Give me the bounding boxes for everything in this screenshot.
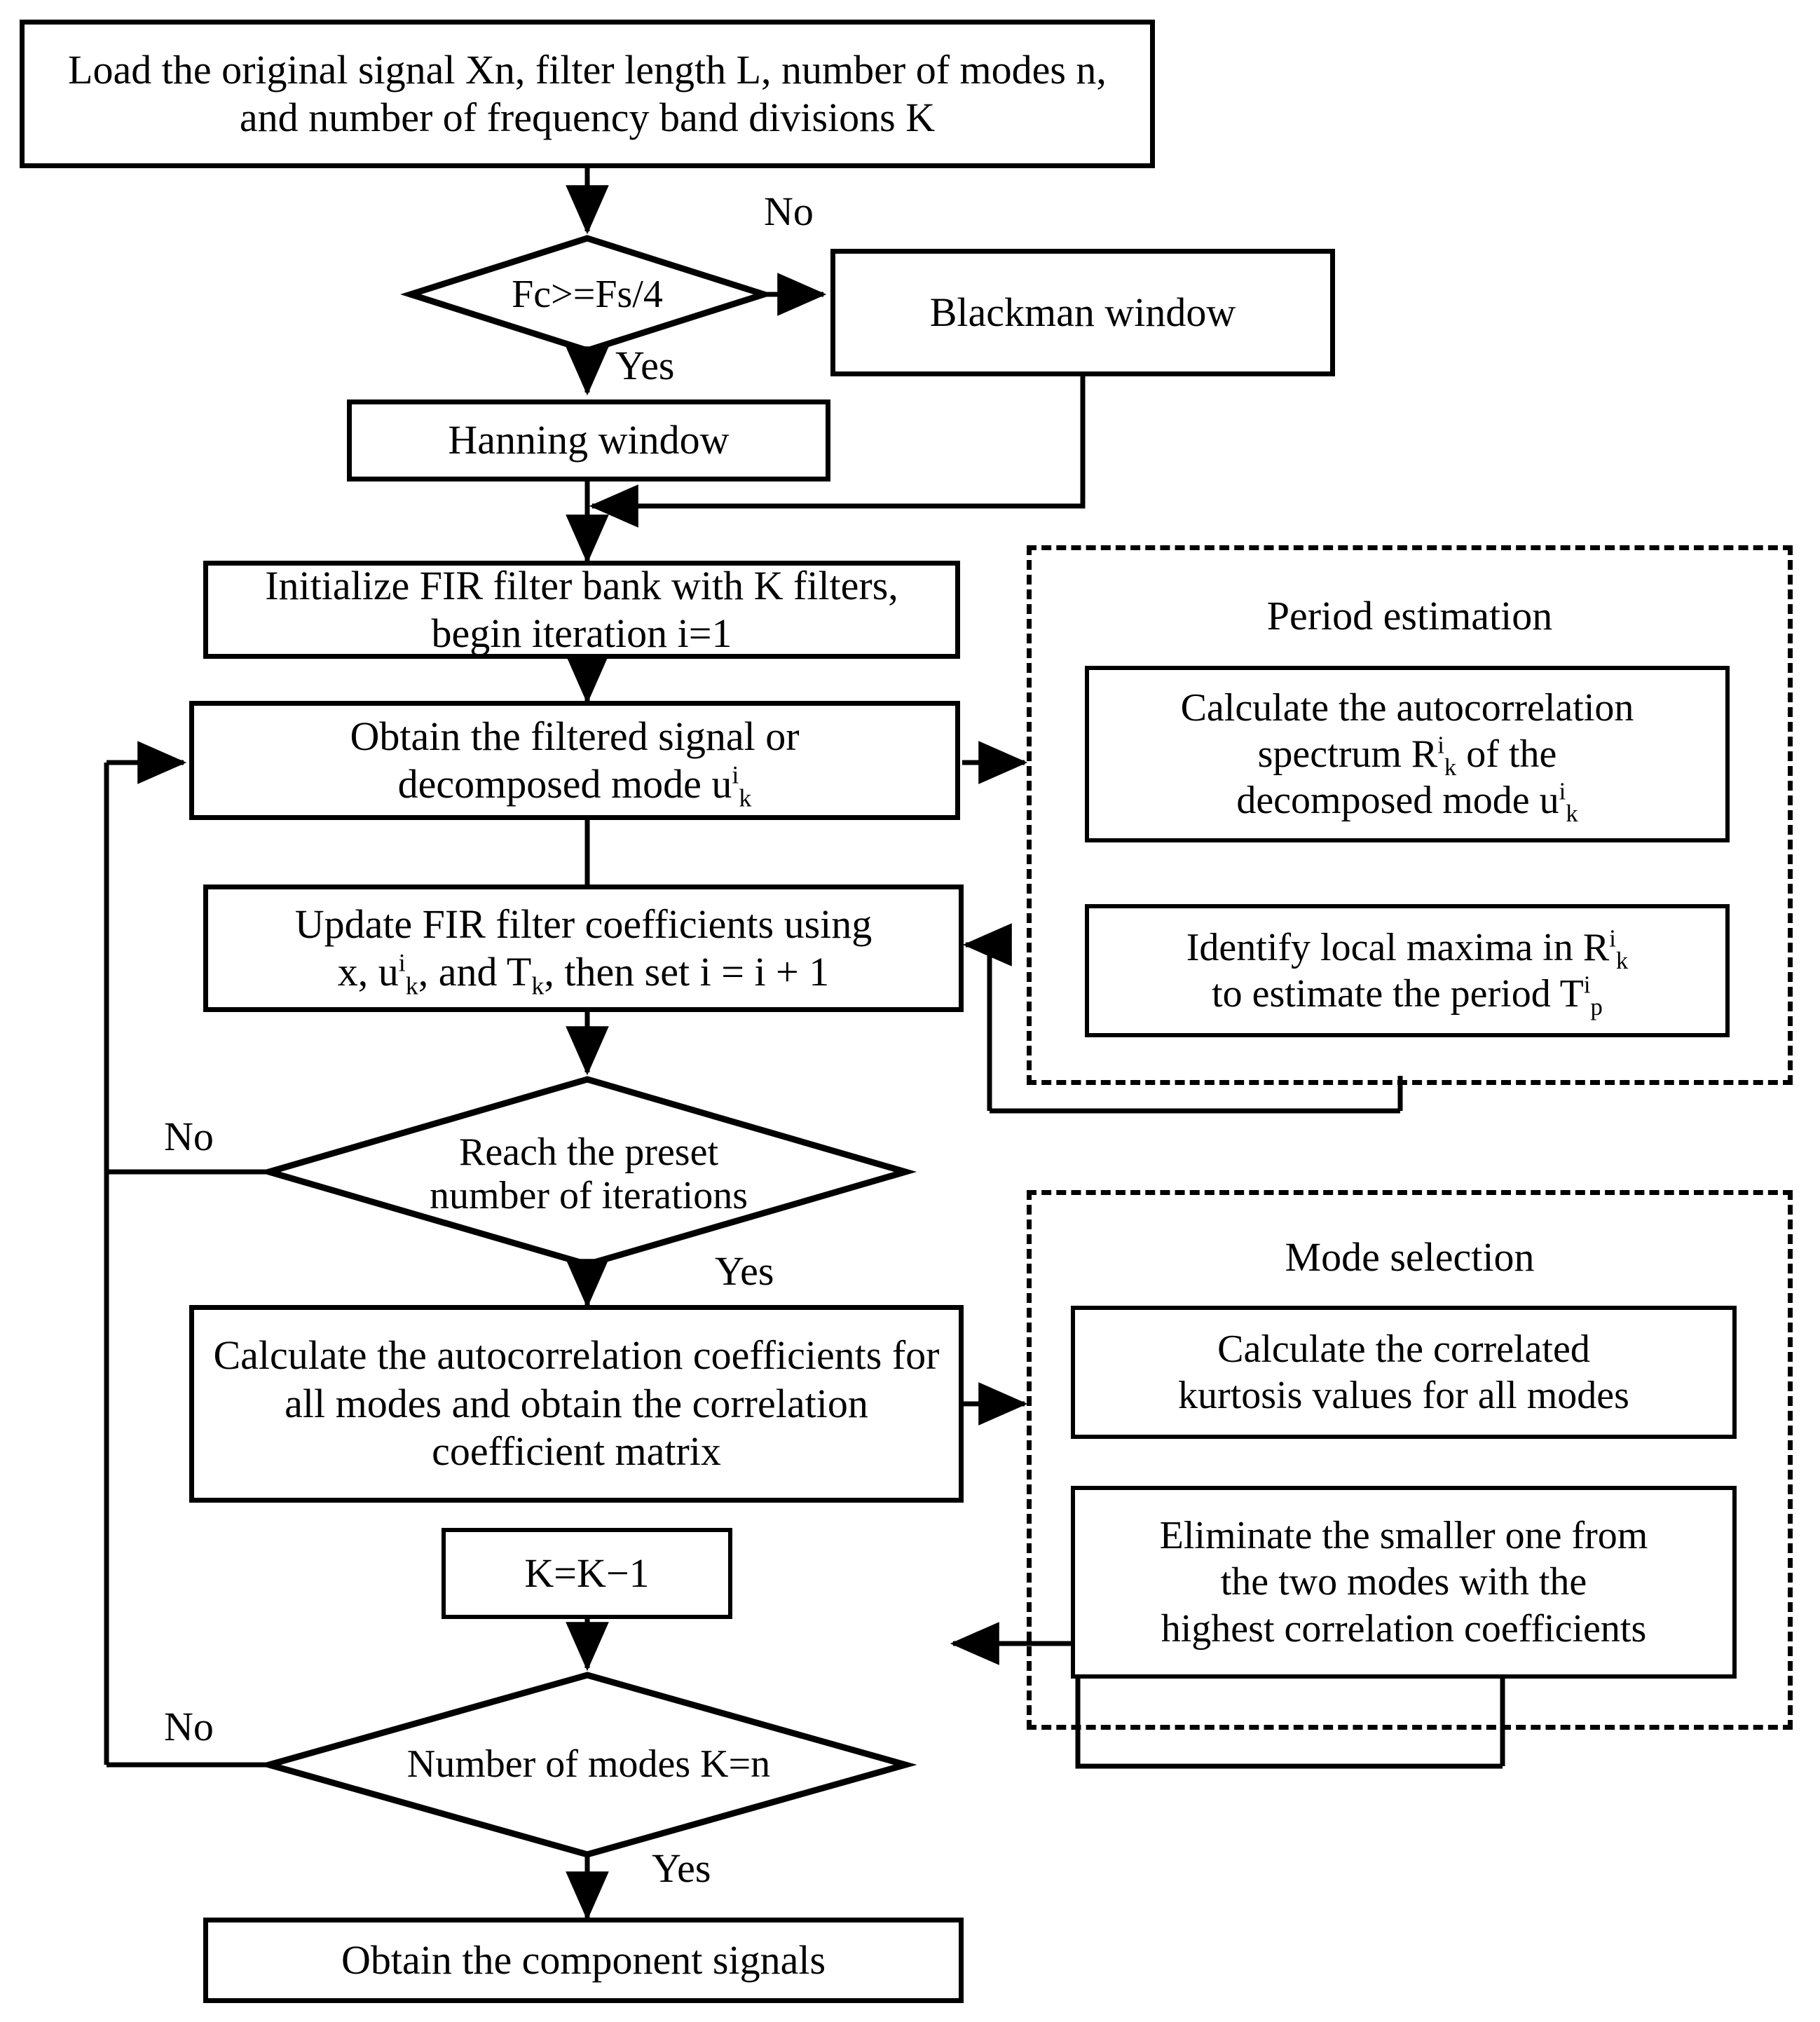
edge-label-modes-yes: Yes bbox=[652, 1845, 711, 1891]
sub-k: k bbox=[1615, 947, 1629, 975]
node-update-fir[interactable]: Update FIR filter coefficients using x, … bbox=[203, 884, 964, 1012]
node-obtain-components[interactable]: Obtain the component signals bbox=[203, 1918, 964, 2003]
sub-k2: k bbox=[1566, 800, 1578, 828]
sub-k: k bbox=[1444, 753, 1457, 781]
group-mode-selection-title: Mode selection bbox=[1285, 1234, 1535, 1280]
node-obtain-components-label: Obtain the component signals bbox=[341, 1936, 826, 1983]
node-init-fir-label: Initialize FIR filter bank with K filter… bbox=[265, 562, 898, 656]
sub-k: k bbox=[739, 784, 752, 812]
node-blackman[interactable]: Blackman window bbox=[830, 249, 1335, 376]
edge-modesel-out-1 bbox=[1075, 1679, 1503, 1769]
node-hanning-label: Hanning window bbox=[448, 417, 730, 463]
node-hanning[interactable]: Hanning window bbox=[347, 399, 830, 481]
node-obtain-mode-label: Obtain the filtered signal or decomposed… bbox=[350, 713, 800, 812]
sup-i: i bbox=[732, 760, 739, 789]
node-k-minus[interactable]: K=K−1 bbox=[442, 1528, 732, 1619]
modesel-box-eliminate[interactable]: Eliminate the smaller one from the two m… bbox=[1071, 1486, 1737, 1679]
node-update-fir-label: Update FIR filter coefficients using x, … bbox=[294, 901, 873, 1000]
edge-label-fc-no: No bbox=[764, 189, 814, 234]
period-box-calc-autocorr-spectrum[interactable]: Calculate the autocorrelation spectrum R… bbox=[1085, 666, 1730, 842]
node-calc-autocorr-label: Calculate the autocorrelation coefficien… bbox=[213, 1332, 940, 1475]
node-obtain-mode[interactable]: Obtain the filtered signal or decomposed… bbox=[189, 701, 960, 820]
sup-i2: i bbox=[1583, 971, 1591, 999]
sup-i2: i bbox=[1559, 777, 1566, 805]
sub-p: p bbox=[1590, 993, 1603, 1021]
node-load[interactable]: Load the original signal Xn, filter leng… bbox=[20, 20, 1155, 168]
edge-label-fc-yes: Yes bbox=[615, 343, 675, 388]
period-box-identify-maxima[interactable]: Identify local maxima in Rik to estimate… bbox=[1085, 904, 1730, 1037]
sup-i: i bbox=[1609, 924, 1616, 952]
sup-i: i bbox=[398, 948, 406, 977]
edge-period-return bbox=[962, 923, 1012, 1111]
edge-label-iter-yes: Yes bbox=[715, 1248, 774, 1294]
node-k-minus-label: K=K−1 bbox=[524, 1550, 650, 1596]
group-mode-selection bbox=[1027, 1190, 1793, 1730]
modesel-box-kurtosis[interactable]: Calculate the correlated kurtosis values… bbox=[1071, 1306, 1737, 1439]
node-blackman-label: Blackman window bbox=[929, 289, 1236, 335]
node-init-fir[interactable]: Initialize FIR filter bank with K filter… bbox=[203, 561, 960, 659]
edge-blackman-merge bbox=[594, 376, 1086, 509]
group-period-estimation-title: Period estimation bbox=[1266, 593, 1553, 638]
edge-label-modes-no: No bbox=[164, 1704, 214, 1749]
edge-label-iter-no: No bbox=[164, 1114, 214, 1159]
decision-modes bbox=[257, 1672, 917, 1858]
sup-i: i bbox=[1437, 731, 1444, 759]
sub-k: k bbox=[405, 971, 418, 1000]
sub-k2: k bbox=[531, 971, 545, 1000]
node-load-label: Load the original signal Xn, filter leng… bbox=[68, 46, 1107, 140]
node-calc-autocorr[interactable]: Calculate the autocorrelation coefficien… bbox=[189, 1305, 964, 1503]
decision-fc bbox=[400, 235, 774, 354]
decision-iterations bbox=[257, 1076, 917, 1268]
group-period-estimation bbox=[1027, 545, 1793, 1085]
